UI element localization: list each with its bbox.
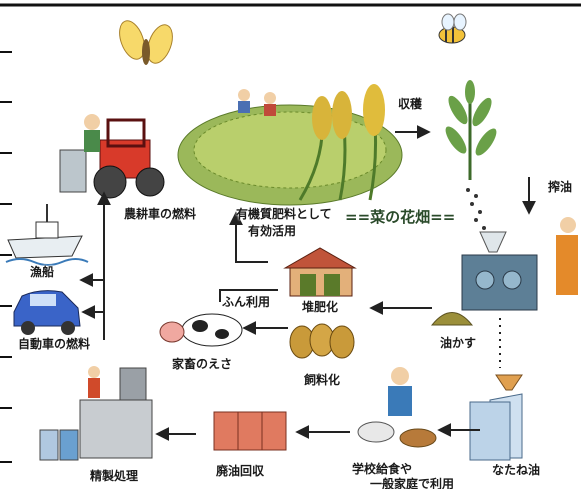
rapeseed-field-illustration <box>177 84 403 206</box>
waste-oil-cans-illustration <box>213 411 287 451</box>
feed-sacks-illustration <box>289 323 355 359</box>
rapeseed-plant-illustration <box>445 80 497 180</box>
label-tractor-fuel: 農耕車の燃料 <box>124 207 197 221</box>
label-harvest: 収穫 <box>398 97 423 111</box>
label-home-use: 一般家庭で利用 <box>370 477 455 489</box>
label-car-fuel: 自動車の燃料 <box>18 337 91 351</box>
tractor-illustration <box>59 114 165 199</box>
butterfly-illustration <box>119 20 173 65</box>
fishing-boat-illustration <box>5 204 89 266</box>
bee-illustration <box>438 13 467 44</box>
oil-cake-illustration <box>430 312 474 326</box>
frame-lines <box>0 3 581 463</box>
arrow-compost-to-field <box>229 211 268 263</box>
label-waste-oil-collection: 廃油回収 <box>216 464 265 478</box>
rapeseed-oil-can-illustration <box>469 374 523 461</box>
label-organic-fertilizer-line1: 有機質肥料として <box>236 207 332 221</box>
car-illustration <box>13 290 81 335</box>
school-lunch-illustration <box>357 367 437 448</box>
label-rapeseed-oil: なたね油 <box>492 463 541 477</box>
diagram-title: ==菜の花畑== <box>345 208 456 226</box>
label-feed-making: 飼料化 <box>304 373 341 387</box>
label-composting: 堆肥化 <box>302 300 339 314</box>
refining-plant-illustration <box>39 366 153 461</box>
flow-arrows <box>79 125 536 441</box>
label-pressing: 搾油 <box>548 180 573 194</box>
livestock-illustration <box>159 313 243 347</box>
oil-press-illustration <box>461 217 578 311</box>
compost-hut-illustration <box>283 247 357 297</box>
label-dung-use: ふん利用 <box>222 295 271 309</box>
label-refining: 精製処理 <box>90 469 139 483</box>
label-school-lunch: 学校給食や <box>352 462 413 476</box>
label-oil-cake: 油かす <box>440 336 477 350</box>
label-organic-fertilizer-line2: 有効活用 <box>248 224 297 238</box>
label-livestock-feed: 家畜のえさ <box>172 357 233 371</box>
label-fishing-boat: 漁船 <box>30 265 55 279</box>
arrow-dung-use <box>219 289 278 302</box>
seeds-illustration <box>466 188 486 230</box>
